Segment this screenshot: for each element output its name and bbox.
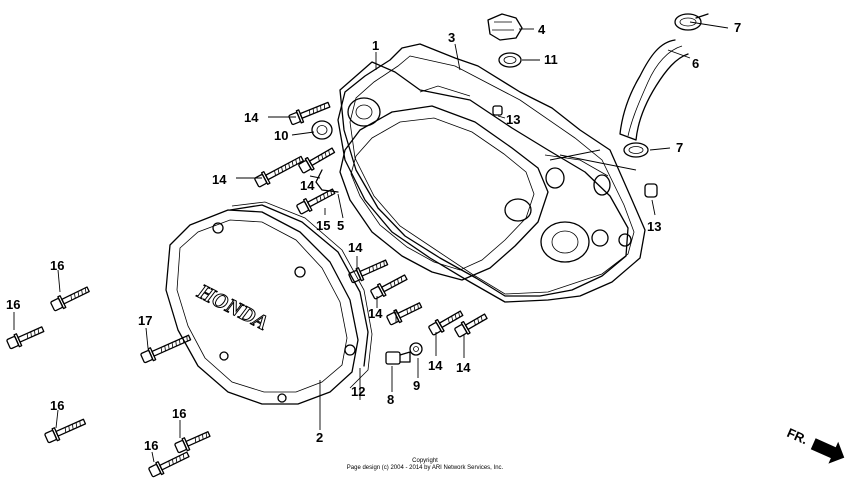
callout-15: 15	[316, 218, 330, 233]
callout-14-d: 14	[348, 240, 363, 255]
callout-14-c: 14	[300, 178, 315, 193]
callout-5: 5	[337, 218, 344, 233]
callout-13-upper: 13	[506, 112, 520, 127]
callout-14-a: 14	[244, 110, 259, 125]
callout-labels: 1 2 3 4 5 6 7 7 8 9 10 11 12 13 13 14 14…	[6, 20, 741, 453]
callout-10: 10	[274, 128, 288, 143]
flange-bolt	[50, 286, 90, 312]
callout-14-f: 14	[428, 358, 443, 373]
callout-17: 17	[138, 313, 152, 328]
oil-filler-cap	[487, 13, 523, 41]
flange-bolt	[370, 274, 408, 300]
callout-12: 12	[351, 384, 365, 399]
front-arrow-icon	[810, 438, 845, 464]
dowel-pin	[644, 183, 658, 198]
oil-seal	[311, 120, 333, 140]
flange-bolt	[6, 326, 45, 350]
flange-bolt	[44, 418, 87, 444]
sealing-washer	[409, 342, 423, 356]
clutch-cover: HONDA	[165, 204, 369, 405]
hose-clamp-upper	[674, 13, 709, 31]
flange-bolt	[386, 302, 423, 326]
spring-pin	[315, 169, 339, 193]
callout-9: 9	[413, 378, 420, 393]
drain-bolt	[385, 351, 411, 365]
copyright-line-2: Page design (c) 2004 - 2014 by ARI Netwo…	[347, 465, 504, 471]
callout-8: 8	[387, 392, 394, 407]
flange-bolt	[174, 431, 211, 454]
flange-bolt-group	[6, 101, 488, 478]
callout-3: 3	[448, 30, 455, 45]
callout-4: 4	[538, 22, 546, 37]
callout-16-b: 16	[6, 297, 20, 312]
flange-bolt	[298, 147, 336, 174]
callout-14-e: 14	[368, 306, 383, 321]
flange-bolt	[148, 451, 190, 478]
o-ring	[498, 52, 522, 68]
copyright-line-1: Copyright	[412, 458, 438, 464]
callout-16-d: 16	[172, 406, 186, 421]
leader-lines	[13, 21, 729, 463]
water-hose	[619, 39, 689, 141]
callout-13-lower: 13	[647, 219, 661, 234]
callout-16-c: 16	[50, 398, 64, 413]
callout-16-e: 16	[144, 438, 158, 453]
callout-16-a: 16	[50, 258, 64, 273]
flange-bolt	[296, 188, 336, 215]
clutch-cover-gasket	[231, 201, 373, 389]
dowel-pin	[492, 105, 503, 116]
callout-1: 1	[372, 38, 379, 53]
flange-bolt	[428, 310, 464, 336]
flange-bolt	[254, 155, 304, 188]
front-direction-marker: FR.	[785, 425, 845, 464]
callout-7-upper: 7	[734, 20, 741, 35]
callout-14-b: 14	[212, 172, 227, 187]
right-crankcase-cover	[337, 43, 646, 303]
flange-bolt	[454, 313, 488, 338]
front-label: FR.	[785, 425, 810, 447]
cover-logo: HONDA	[193, 279, 272, 335]
callout-14-g: 14	[456, 360, 471, 375]
callout-6: 6	[692, 56, 699, 71]
hose-clamp-lower	[623, 142, 649, 158]
callout-2: 2	[316, 430, 323, 445]
callout-7-lower: 7	[676, 140, 683, 155]
flange-bolt	[140, 334, 192, 364]
flange-bolt	[288, 101, 331, 126]
callout-11: 11	[544, 52, 558, 67]
